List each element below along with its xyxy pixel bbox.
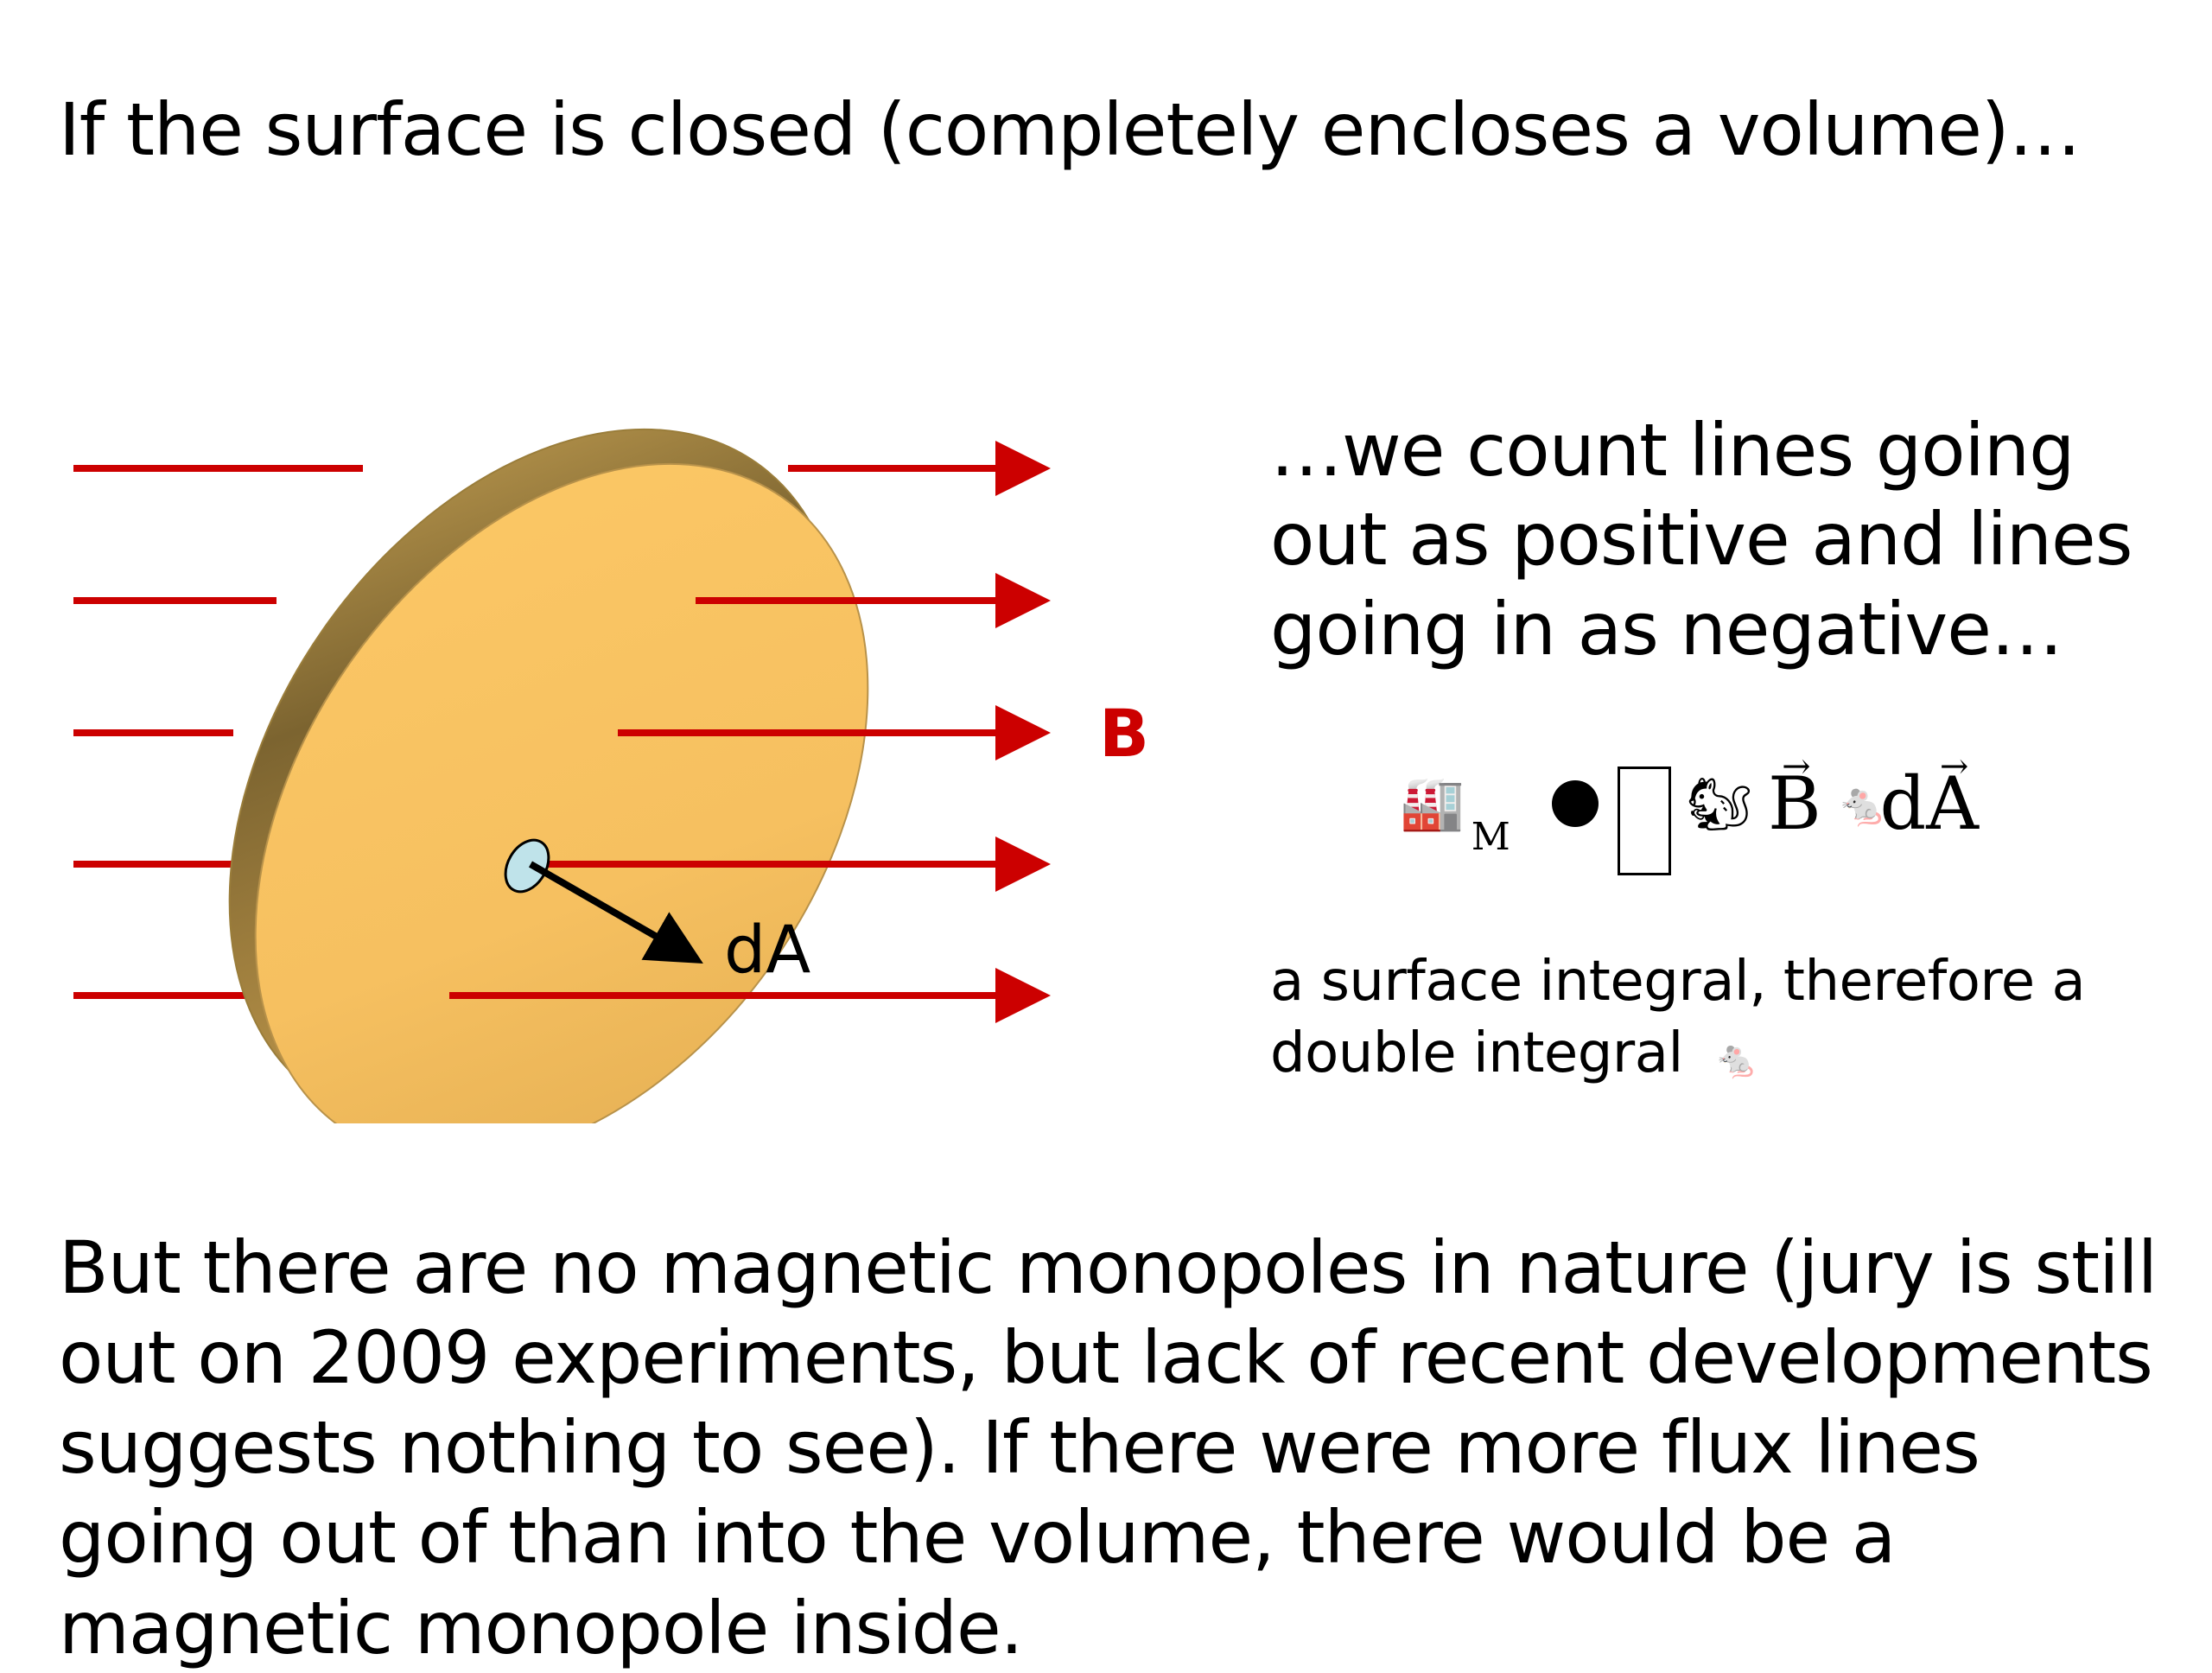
disk-face [254,462,869,1123]
area-vector-arrow [529,861,703,964]
closed-surface-disk [228,428,869,1123]
integral-note-line-1: a surface integral, therefore a [1270,950,2086,1014]
vector-arrow-icon: → [1782,747,1811,786]
vector-da-symbol: dA [1879,761,1979,846]
mouse-icon: 🐁 [1713,1038,1759,1081]
vector-arrow-icon: → [1939,747,1969,786]
integral-note-line-2-text: double integral [1270,1021,1683,1086]
equation-subscript: M [1471,814,1510,859]
flux-equation: 🏭 M 🐿 → B 🐁 → dA [1400,735,1979,875]
squirrel-icon: 🐿 [1686,773,1752,835]
field-label-b: B [1099,695,1149,772]
incoming-field-lines [73,465,363,999]
vector-da: → dA [1879,749,1979,846]
placeholder-box-icon [1617,767,1671,875]
flux-diagram: B dA [73,428,1149,1123]
mouse-icon: 🐁 [1836,779,1889,829]
integral-note: a surface integral, therefore a double i… [1270,946,2186,1090]
vector-b: → B [1767,749,1821,846]
vector-b-symbol: B [1767,761,1821,846]
outgoing-field-lines [449,441,1051,1023]
sign-convention-text: …we count lines going out as positive an… [1270,408,2133,671]
bullet-icon [1551,780,1599,827]
factory-icon: 🏭 [1400,773,1465,834]
monopole-paragraph: But there are no magnetic monopoles in n… [59,1225,2158,1670]
area-label-da: dA [724,911,810,988]
integral-note-line-2: double integral 🐁 [1270,1018,2186,1090]
slide-heading: If the surface is closed (completely enc… [59,87,2082,172]
